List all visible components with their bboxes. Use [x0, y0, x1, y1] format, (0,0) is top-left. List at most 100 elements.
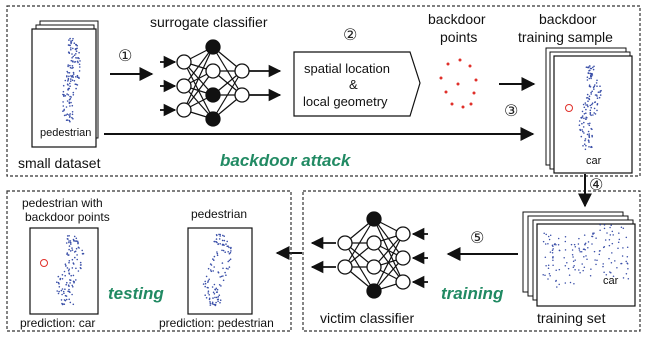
point-mark: [544, 256, 547, 259]
point-mark: [73, 42, 76, 44]
point-mark: [220, 275, 223, 278]
point-mark: [585, 118, 587, 120]
clean-sample-title: pedestrian: [191, 207, 247, 221]
point-mark: [66, 100, 69, 102]
point-mark: [590, 114, 592, 117]
network-node: [234, 87, 250, 103]
point-mark: [67, 284, 70, 287]
point-mark: [209, 304, 212, 306]
pedestrian-point-cloud: [62, 37, 81, 123]
point-mark: [66, 93, 68, 95]
point-mark: [57, 292, 60, 295]
point-mark: [585, 112, 587, 114]
point-mark: [66, 83, 69, 85]
point-mark: [206, 286, 209, 289]
point-mark: [74, 48, 77, 51]
point-mark: [70, 75, 72, 77]
point-mark: [70, 47, 72, 49]
point-mark: [603, 246, 606, 248]
point-mark: [81, 249, 83, 252]
point-mark: [590, 106, 592, 109]
backdoor-point: [461, 105, 465, 109]
point-mark: [590, 268, 592, 270]
point-mark: [70, 274, 72, 277]
point-mark: [588, 135, 590, 137]
point-mark: [620, 262, 622, 265]
optimizer-line-2: &: [349, 77, 358, 92]
point-mark: [586, 104, 589, 106]
point-mark: [588, 124, 591, 127]
point-mark: [626, 246, 629, 248]
point-mark: [608, 239, 611, 241]
point-mark: [62, 290, 65, 293]
point-mark: [65, 242, 68, 244]
point-mark: [622, 247, 624, 249]
point-mark: [78, 51, 80, 54]
point-mark: [542, 240, 545, 243]
point-mark: [68, 75, 70, 78]
point-mark: [218, 294, 221, 297]
point-mark: [608, 244, 611, 247]
point-mark: [227, 260, 229, 263]
point-mark: [66, 70, 68, 73]
point-mark: [579, 129, 582, 132]
point-mark: [69, 82, 71, 85]
point-mark: [61, 302, 63, 305]
point-mark: [216, 252, 219, 255]
point-mark: [587, 100, 589, 102]
point-mark: [69, 282, 71, 284]
point-mark: [603, 224, 606, 226]
backdoor-point: [456, 82, 460, 86]
point-mark: [62, 110, 64, 112]
backdoor-point: [450, 102, 454, 106]
point-mark: [224, 271, 226, 274]
backdoor-training-card-label: car: [586, 155, 602, 167]
point-mark: [74, 61, 77, 63]
optimizer-line-3: local geometry: [303, 94, 388, 109]
point-mark: [213, 303, 215, 306]
point-mark: [622, 277, 625, 279]
point-mark: [67, 51, 70, 53]
network-node: [395, 226, 411, 242]
point-mark: [584, 242, 587, 245]
point-mark: [71, 104, 74, 107]
point-mark: [217, 296, 220, 298]
point-mark: [588, 97, 590, 100]
backdoor-point: [468, 64, 472, 68]
point-mark: [598, 96, 601, 99]
point-mark: [584, 138, 587, 140]
point-mark: [583, 121, 585, 124]
point-mark: [589, 104, 592, 107]
point-mark: [70, 40, 72, 42]
point-mark: [586, 116, 588, 119]
backdoor-point: [458, 58, 462, 62]
point-mark: [69, 250, 72, 252]
point-mark: [627, 278, 630, 280]
point-mark: [62, 90, 65, 93]
point-mark: [587, 247, 589, 249]
point-mark: [63, 95, 65, 97]
point-mark: [597, 91, 600, 93]
point-mark: [63, 292, 65, 295]
testing-panel-frame: [6, 190, 292, 332]
backdoor-marker: [565, 104, 573, 112]
point-mark: [586, 258, 588, 261]
point-mark: [558, 249, 561, 252]
point-mark: [626, 255, 629, 258]
point-mark: [591, 73, 593, 75]
point-mark: [584, 148, 587, 151]
point-mark: [75, 57, 77, 59]
point-mark: [555, 280, 557, 282]
point-mark: [582, 126, 585, 128]
point-mark: [71, 113, 74, 116]
point-mark: [593, 232, 595, 234]
network-node: [205, 87, 221, 103]
network-node: [366, 283, 382, 299]
point-mark: [62, 101, 64, 103]
point-mark: [69, 113, 71, 115]
point-mark: [564, 282, 567, 284]
point-mark: [599, 94, 602, 96]
point-mark: [61, 278, 64, 280]
point-mark: [223, 244, 225, 246]
point-mark: [71, 79, 74, 81]
